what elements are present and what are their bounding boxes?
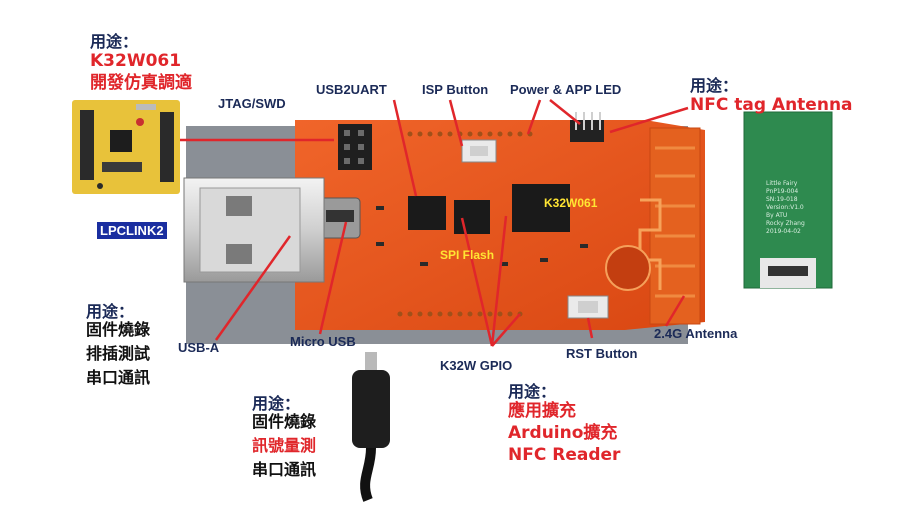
micro-usb-cable: [352, 352, 390, 502]
gpio-label: K32W GPIO: [440, 358, 513, 373]
chip-label: K32W061: [544, 196, 598, 210]
isp-button-label: ISP Button: [422, 82, 489, 97]
usb-a-label: USB-A: [178, 340, 220, 355]
lpclink2-tag: LPCLINK2: [97, 222, 167, 239]
rst-button-label: RST Button: [566, 346, 638, 361]
micro-usb-label: Micro USB: [290, 334, 356, 349]
lpclink2-board: [72, 100, 180, 194]
lpclink-model: K32W061: [90, 51, 182, 71]
power-led-label: Power & APP LED: [510, 82, 622, 97]
spi-flash-label: SPI Flash: [440, 248, 495, 262]
nfc-tag-card: [743, 111, 833, 289]
nfc-use-line: NFC tag Antenna: [690, 95, 853, 115]
jtag-label: JTAG/SWD: [218, 96, 286, 111]
nfc-card-text: Little Fairy PnP19-004 SN:19-018 Version…: [766, 180, 805, 235]
connector-lines: [180, 99, 689, 347]
gpio-use-lines: 應用擴充 Arduino擴充 NFC Reader: [508, 401, 621, 465]
nfc-use-title: 用途：: [690, 76, 739, 95]
antenna-24g-label: 2.4G Antenna: [654, 326, 738, 341]
usb-a-plug: [183, 177, 325, 283]
usb2uart-label: USB2UART: [316, 82, 387, 97]
usba-use-title: 用途：: [86, 302, 135, 321]
usba-use-lines: 固件燒錄 排插測試 串口通訊: [86, 320, 151, 387]
microusb-use-lines: 固件燒錄 訊號量測 串口通訊: [252, 412, 317, 479]
lpclink-desc: 開發仿真調適: [90, 73, 192, 93]
gpio-use-title: 用途：: [508, 382, 557, 401]
microusb-use-title: 用途：: [252, 394, 301, 413]
lpclink-use-title: 用途：: [90, 32, 139, 51]
